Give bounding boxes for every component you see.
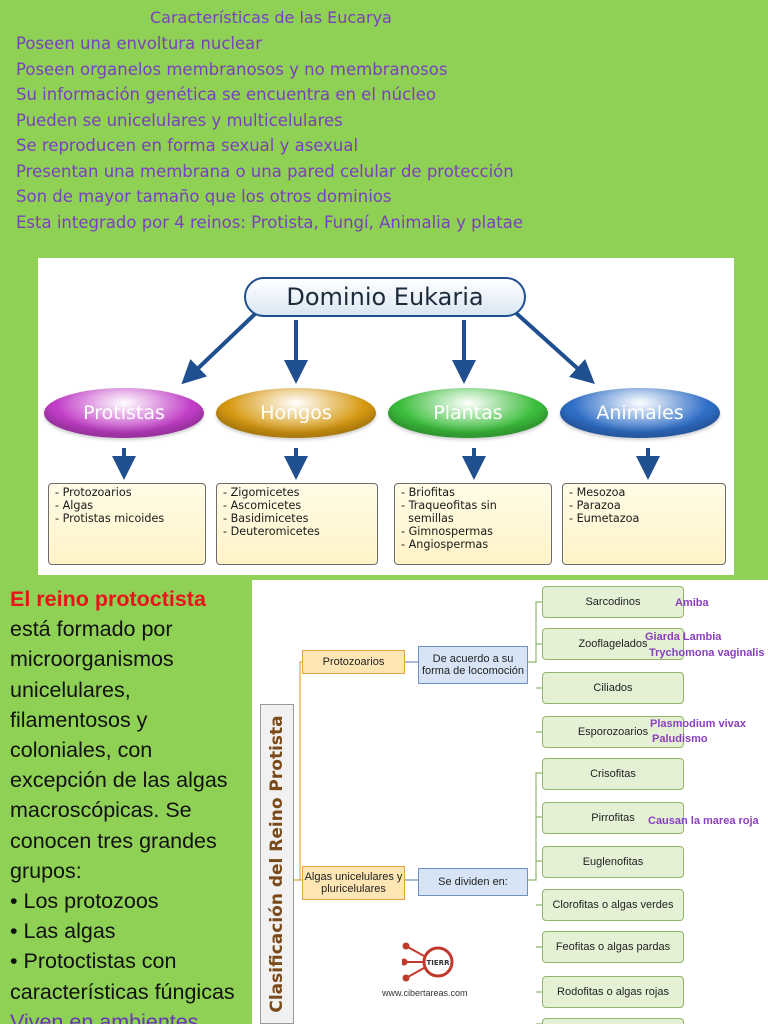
paragraph-line: coloniales, con	[10, 738, 153, 763]
bullet-item: • Protoctistas con	[10, 949, 177, 974]
paragraph-line: unicelulares,	[10, 677, 131, 702]
animales-list: - Mesozoa - Parazoa - Eumetazoa	[562, 483, 726, 565]
list-item: semillas	[401, 512, 454, 525]
cibertareas-logo-icon: TIERR	[402, 942, 454, 982]
leaf-sarcodinos: Sarcodinos	[542, 586, 684, 618]
leaf-zooflagelados: Zooflagelados	[542, 628, 684, 660]
bullet-item: • Los protozoos	[10, 889, 159, 914]
list-item: - Mesozoa	[569, 486, 626, 499]
logo-mark: TIERR	[427, 959, 451, 967]
hongos-list: - Zigomicetes - Ascomicetes - Basidimice…	[216, 483, 378, 565]
node-locomocion: De acuerdo a su forma de locomoción	[418, 646, 528, 684]
classification-title: Clasificación del Reino Protista	[267, 715, 287, 1013]
characteristic-line: Se reproducen en forma sexual y asexual	[16, 136, 359, 155]
arrow-to-protistas	[181, 311, 258, 385]
characteristic-line: Poseen una envoltura nuclear	[16, 34, 263, 53]
classification-connectors	[294, 601, 542, 1024]
characteristic-line: Presentan una membrana o una pared celul…	[16, 162, 514, 181]
note-amiba: Amiba	[675, 597, 709, 609]
eucarya-characteristics: Características de las Eucarya Poseen un…	[0, 0, 768, 250]
leaf-euglenofitas: Euglenofitas	[542, 846, 684, 878]
characteristic-line: Su información genética se encuentra en …	[16, 85, 436, 104]
bullet-item: • Las algas	[10, 919, 116, 944]
note-giarda: Giarda Lambia	[645, 631, 722, 643]
leaf-clorofitas: Clorofitas o algas verdes	[542, 889, 684, 921]
list-item: - Parazoa	[569, 499, 621, 512]
protistas-list: - Protozoarios - Algas - Protistas micoi…	[48, 483, 206, 565]
list-item: - Gimnospermas	[401, 525, 494, 538]
note-marea-roja: Causan la marea roja	[648, 815, 759, 827]
list-item: - Ascomicetes	[223, 499, 302, 512]
leaf-rodofitas: Rodofitas o algas rojas	[542, 976, 684, 1008]
note-paludismo: Paludismo	[652, 733, 708, 745]
paragraph-line: características fúngicas	[10, 979, 235, 1004]
protista-classification-diagram: Clasificación del Reino Protista Protozo…	[252, 580, 768, 1024]
paragraph-line: está formado por	[10, 617, 173, 642]
list-item: - Briofitas	[401, 486, 455, 499]
characteristic-line: Esta integrado por 4 reinos: Protista, F…	[16, 213, 524, 232]
arrow-to-animales	[514, 311, 595, 385]
kingdom-animales: Animales	[560, 388, 720, 438]
node-protozoarios: Protozoarios	[302, 650, 405, 674]
list-item: - Zigomicetes	[223, 486, 300, 499]
kingdom-plantas: Plantas	[388, 388, 548, 438]
paragraph-line: excepción de las algas	[10, 768, 228, 793]
paragraph-line-cut: Viven en ambientes	[10, 1009, 199, 1024]
leaf-pirrofitas: Pirrofitas	[542, 802, 684, 834]
node-dividen: Se dividen en:	[418, 868, 528, 896]
characteristic-line: Son de mayor tamaño que los otros domini…	[16, 187, 392, 206]
node-algas: Algas unicelulares y pluricelulares	[302, 866, 405, 900]
paragraph-title: El reino protoctista	[10, 587, 206, 611]
note-plasmodium: Plasmodium vivax	[650, 718, 746, 730]
paragraph-line: conocen tres grandes	[10, 828, 217, 853]
list-item: - Protistas micoides	[55, 512, 165, 525]
paragraph-line: filamentosos y	[10, 707, 148, 732]
dominio-eukaria-node: Dominio Eukaria	[244, 277, 526, 317]
characteristic-line: Pueden se unicelulares y multicelulares	[16, 111, 343, 130]
kingdom-protistas: Protistas	[44, 388, 204, 438]
list-item: - Algas	[55, 499, 94, 512]
leaf-feofitas: Feofitas o algas pardas	[542, 931, 684, 963]
leaf-ciliados: Ciliados	[542, 672, 684, 704]
leaf-esporozoarios: Esporozoarios	[542, 716, 684, 748]
kingdom-hongos: Hongos	[216, 388, 376, 438]
characteristics-heading: Características de las Eucarya	[150, 8, 392, 27]
protoctista-description: El reino protoctista está formado por mi…	[10, 584, 250, 1024]
list-item: - Protozoarios	[55, 486, 132, 499]
list-item: - Traqueofitas sin	[401, 499, 497, 512]
paragraph-line: grupos:	[10, 858, 82, 883]
paragraph-line: macroscópicas. Se	[10, 798, 192, 823]
characteristic-line: Poseen organelos membranosos y no membra…	[16, 60, 448, 79]
eukaria-diagram: Dominio Eukaria Protistas Hongos Plantas…	[38, 258, 734, 575]
classification-title-bar: Clasificación del Reino Protista	[260, 704, 294, 1024]
note-trychomona: Trychomona vaginalis	[649, 647, 765, 659]
diagram-arrows	[112, 311, 660, 480]
plantas-list: - Briofitas - Traqueofitas sin semillas …	[394, 483, 552, 565]
paragraph-line: microorganismos	[10, 647, 174, 672]
logo-site: www.cibertareas.com	[382, 988, 468, 998]
list-item: - Basidimicetes	[223, 512, 309, 525]
list-item: - Angiospermas	[401, 538, 489, 551]
list-item: - Eumetazoa	[569, 512, 640, 525]
leaf-cut-off	[542, 1018, 684, 1024]
leaf-crisofitas: Crisofitas	[542, 758, 684, 790]
list-item: - Deuteromicetes	[223, 525, 320, 538]
